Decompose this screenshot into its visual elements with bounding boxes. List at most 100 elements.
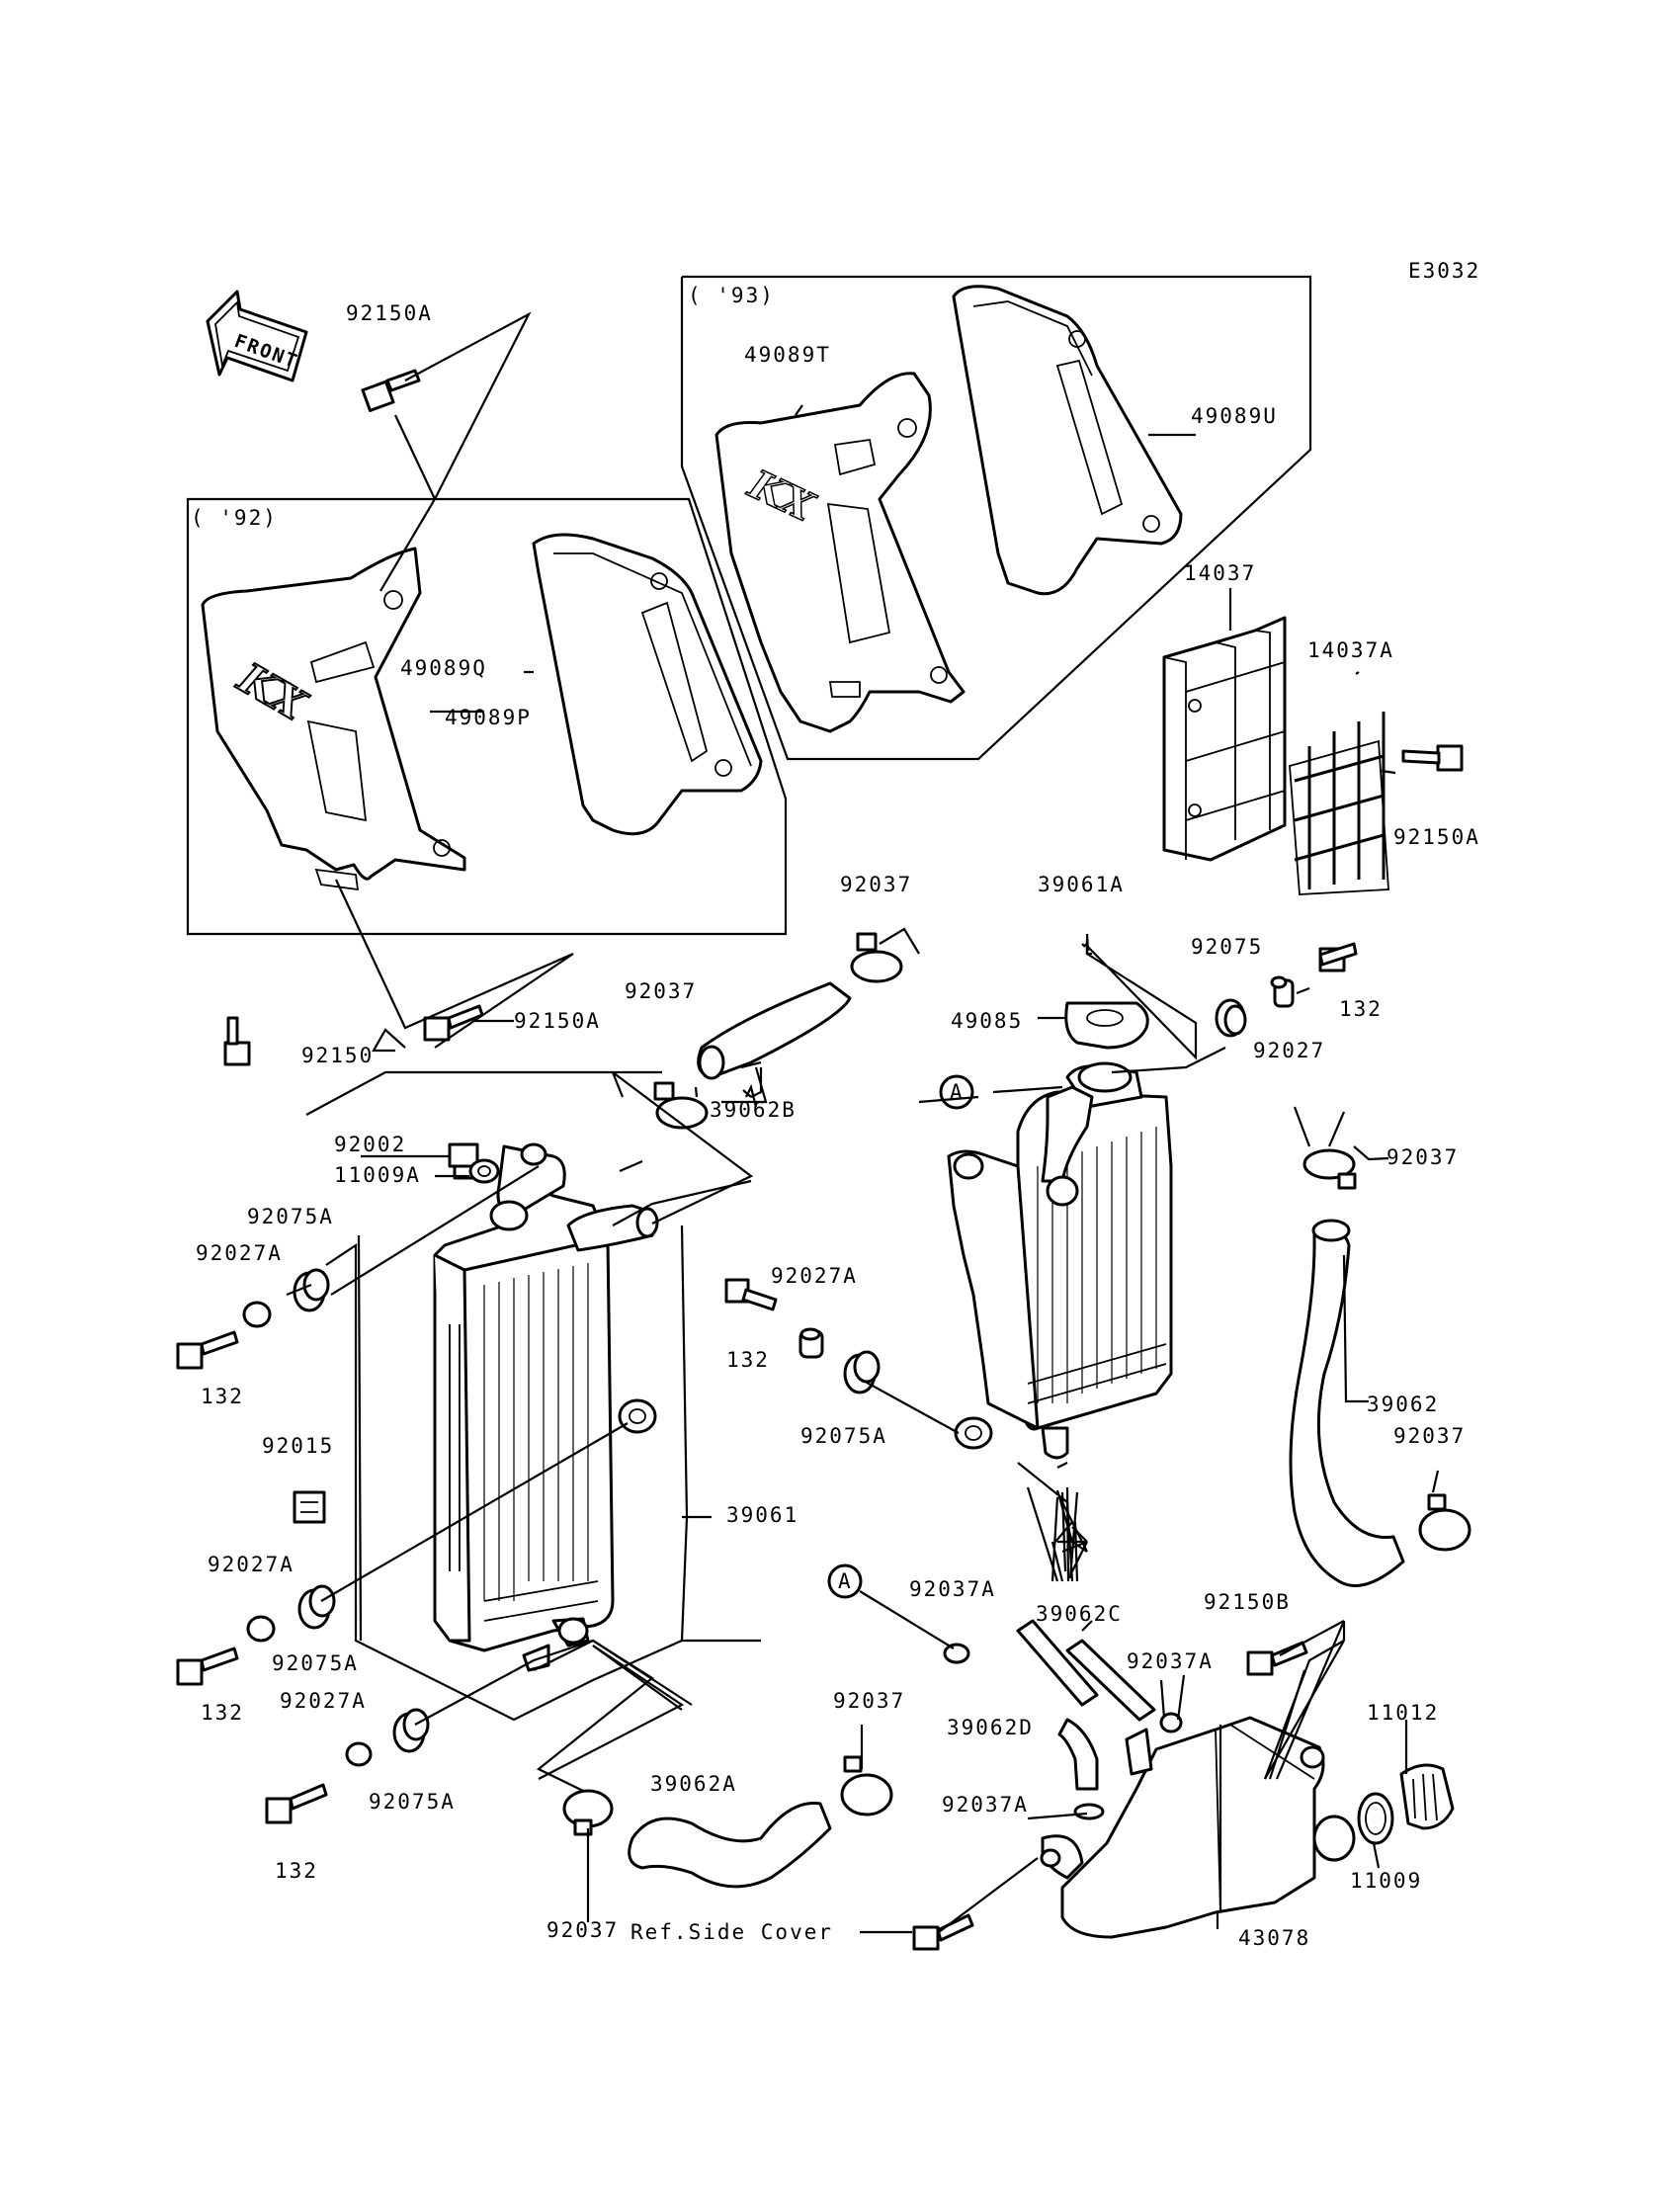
collar-92027A-a <box>242 1301 272 1328</box>
clamp-92037A-c <box>1073 1803 1105 1820</box>
front-arrow-icon: FRONT <box>206 290 308 382</box>
label-39062A: 39062A <box>650 1772 737 1796</box>
callout-a-upper: A <box>939 1074 974 1110</box>
label-49089P: 49089P <box>445 706 532 729</box>
diagram-code: E3032 <box>1408 259 1480 283</box>
callout-a-upper-text: A <box>950 1080 965 1104</box>
label-39062D: 39062D <box>947 1716 1034 1739</box>
bolt-92150A-mid <box>423 1004 484 1042</box>
clamp-92037-c <box>1302 1148 1357 1190</box>
washer-11009A <box>468 1158 500 1184</box>
label-92075A-a: 92075A <box>247 1205 334 1228</box>
label-132-b: 132 <box>201 1385 244 1408</box>
radiator-grille-14037A <box>1289 712 1389 895</box>
grommet-92075A-c <box>297 1584 336 1630</box>
box-93: ( '93) <box>680 275 1312 761</box>
label-92037-d: 92037 <box>1393 1424 1466 1448</box>
label-39062C: 39062C <box>1036 1602 1123 1626</box>
collar-92027A-c <box>246 1615 276 1643</box>
grommet-92075A-a <box>293 1268 330 1312</box>
label-39061A: 39061A <box>1038 873 1125 896</box>
label-92075A-c: 92075A <box>272 1651 359 1675</box>
bolt-132-b <box>176 1330 239 1370</box>
box-92-label: ( '92) <box>191 506 278 530</box>
reservoir-tank-43078 <box>1040 1716 1356 1939</box>
bolt-132-c <box>724 1278 778 1311</box>
clamp-92037A-a <box>943 1643 970 1664</box>
cap-11012 <box>1399 1763 1455 1830</box>
label-92037A-b: 92037A <box>1127 1649 1214 1673</box>
label-14037A: 14037A <box>1307 638 1394 662</box>
bolt-92150A-right <box>1401 744 1464 772</box>
shroud-92-49089P: KX <box>201 547 466 891</box>
label-92002: 92002 <box>334 1133 406 1156</box>
label-132-d: 132 <box>201 1701 244 1725</box>
grommet-92075 <box>1215 998 1247 1038</box>
label-92037-b: 92037 <box>625 979 697 1003</box>
bolt-132-d <box>176 1647 239 1686</box>
label-11012: 11012 <box>1367 1701 1439 1725</box>
clamp-92037-e <box>840 1755 893 1817</box>
label-92037A-a: 92037A <box>909 1577 996 1601</box>
label-39062B: 39062B <box>710 1098 797 1122</box>
shroud-93-49089U <box>952 285 1183 596</box>
label-49089U: 49089U <box>1191 404 1278 428</box>
label-92075A-b: 92075A <box>800 1424 887 1448</box>
label-92037-e: 92037 <box>833 1689 905 1713</box>
label-92027A-a: 92027A <box>196 1241 283 1265</box>
bolt-132-e <box>265 1783 328 1824</box>
label-39062: 39062 <box>1367 1393 1439 1416</box>
label-92037-f: 92037 <box>546 1918 619 1942</box>
label-92037-a: 92037 <box>840 873 912 896</box>
clip-92015 <box>293 1490 326 1524</box>
hose-39062A <box>628 1801 832 1889</box>
label-92075A-d: 92075A <box>369 1790 456 1814</box>
label-11009A: 11009A <box>334 1163 421 1187</box>
label-92027: 92027 <box>1253 1039 1325 1062</box>
label-92150: 92150 <box>301 1044 374 1067</box>
label-49089Q: 49089Q <box>400 656 487 680</box>
collar-92027A-d <box>345 1741 373 1767</box>
bolt-132-a <box>1318 942 1358 972</box>
hose-39062D <box>1057 1718 1099 1791</box>
label-92075: 92075 <box>1191 935 1263 959</box>
label-92150A-right: 92150A <box>1393 825 1480 849</box>
collar-92027 <box>1270 975 1295 1008</box>
label-92150A-top: 92150A <box>346 301 433 325</box>
bolt-92150B <box>1246 1641 1308 1676</box>
bolt-92150 <box>223 1016 251 1066</box>
label-43078: 43078 <box>1238 1926 1310 1950</box>
clamp-92037-a <box>850 932 903 983</box>
label-92037A-c: 92037A <box>942 1793 1029 1817</box>
collar-92027A-b <box>798 1327 824 1359</box>
label-92015: 92015 <box>262 1434 334 1458</box>
bolt-92150A-top <box>361 369 421 412</box>
hose-39062C <box>1016 1619 1156 1722</box>
radiator-39061A <box>947 1061 1173 1460</box>
shroud-92-49089Q <box>532 533 763 836</box>
clamp-92037-d <box>1418 1493 1471 1552</box>
gasket-11009 <box>1357 1792 1394 1845</box>
radiator-39061 <box>433 1142 659 1672</box>
label-92150B: 92150B <box>1204 1590 1291 1614</box>
label-132-a: 132 <box>1339 997 1383 1021</box>
callout-a-lower: A <box>827 1563 863 1599</box>
label-39061: 39061 <box>726 1503 798 1527</box>
radiator-guard-14037 <box>1162 616 1287 862</box>
label-92027A-c: 92027A <box>208 1553 294 1576</box>
grommet-92075A-d <box>392 1708 430 1753</box>
box-93-label: ( '93) <box>688 284 775 307</box>
bolt-ref-side-cover <box>912 1913 974 1951</box>
label-ref-side-cover: Ref.Side Cover <box>630 1920 833 1944</box>
label-92027A-b: 92027A <box>771 1264 858 1288</box>
hose-39062 <box>1289 1219 1405 1587</box>
leader-lines <box>286 311 1440 1934</box>
label-49085: 49085 <box>951 1009 1023 1033</box>
label-92037-c: 92037 <box>1386 1145 1459 1169</box>
label-92150A-mid: 92150A <box>514 1009 601 1033</box>
cap-49085 <box>1064 1001 1149 1050</box>
label-132-e: 132 <box>275 1859 318 1883</box>
label-92027A-d: 92027A <box>280 1689 367 1713</box>
